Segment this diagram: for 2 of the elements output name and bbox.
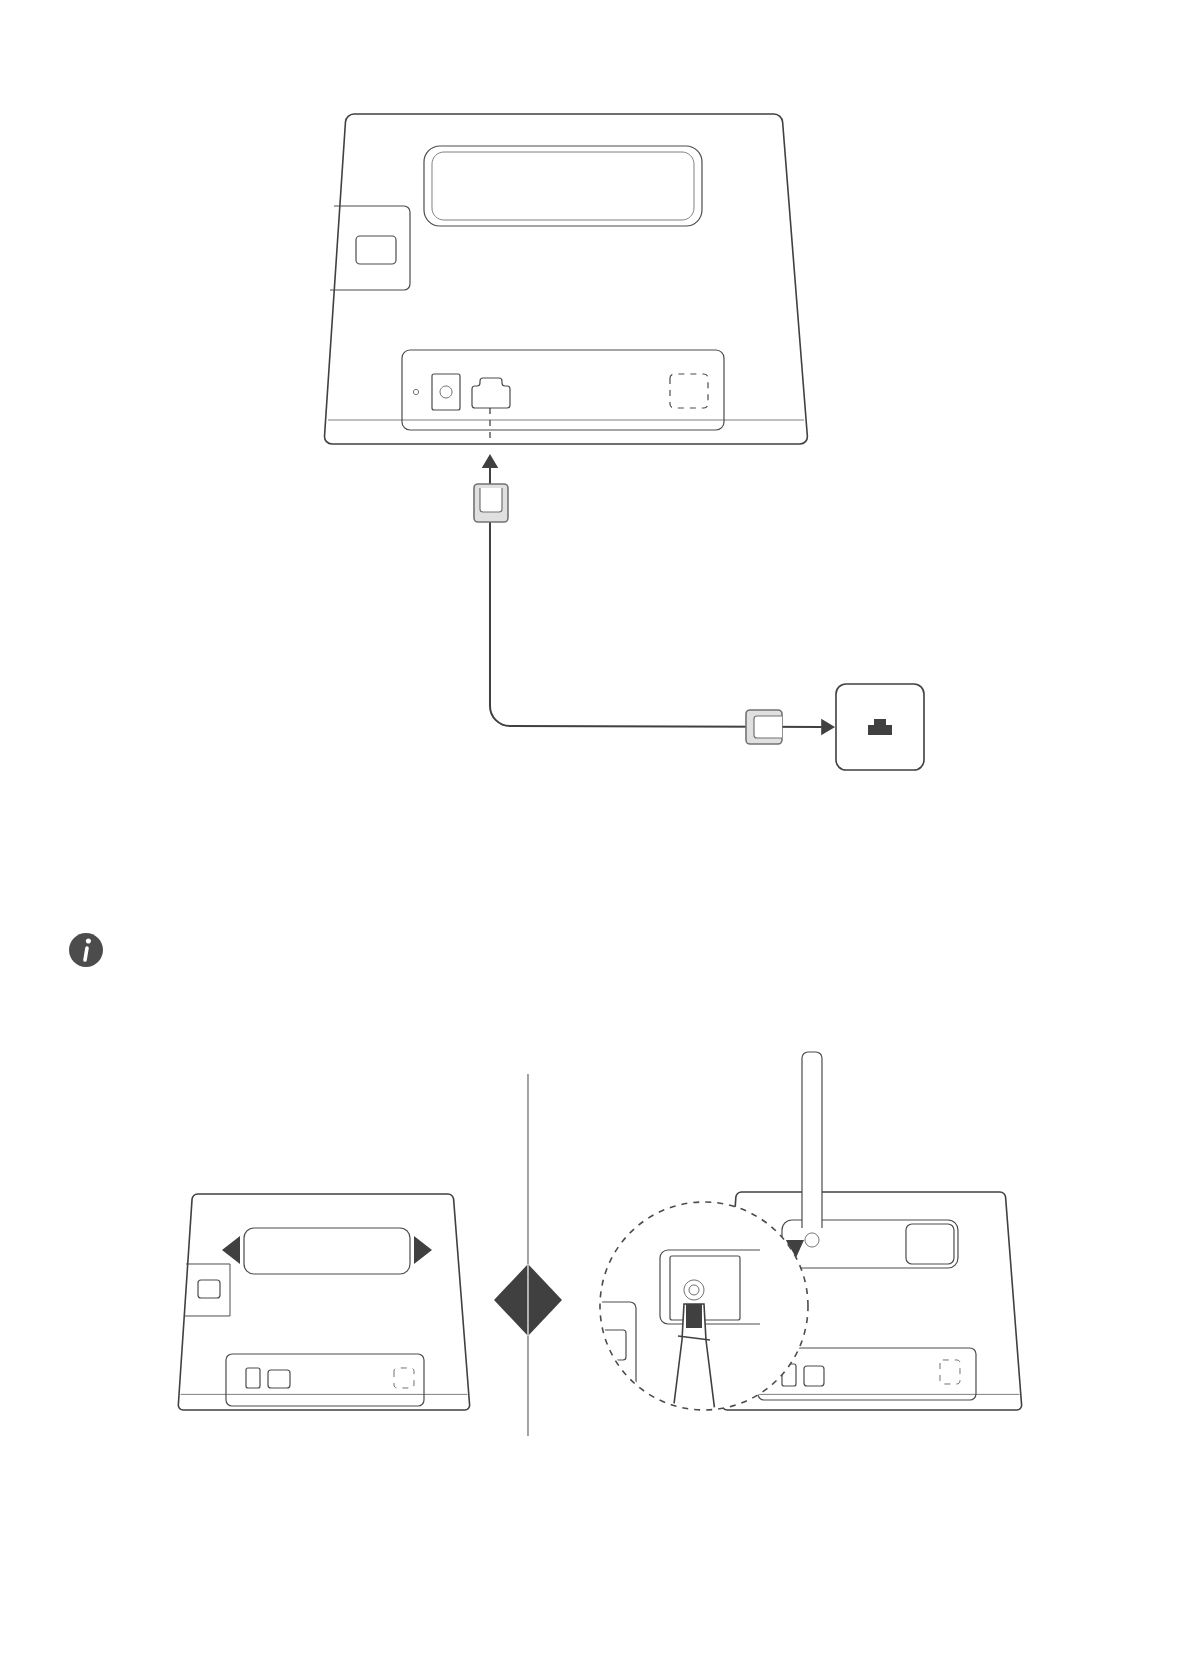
router-drawing: [323, 113, 809, 445]
network-port-box: [835, 683, 925, 771]
